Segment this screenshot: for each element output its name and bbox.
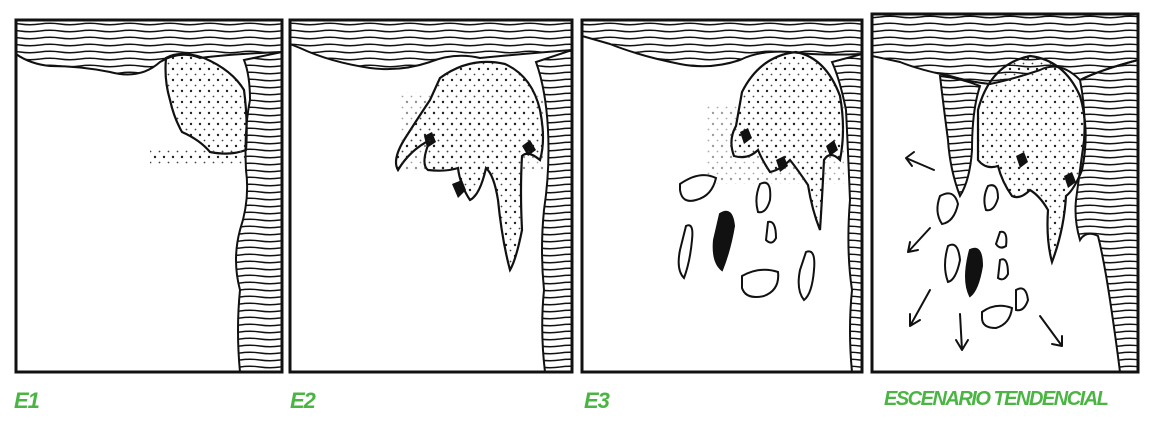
caption-e2: E2 [290,388,315,414]
fragment [766,222,776,243]
dotted-field [150,148,246,166]
fragment [998,259,1008,279]
panel-e1 [16,20,282,372]
caption-e3: E3 [584,388,609,414]
dotted-field [706,104,844,184]
caption-e1: E1 [14,388,39,414]
dotted-field [400,92,544,172]
panel-e2 [290,20,572,372]
caption-escenario-tendencial: ESCENARIO TENDENCIAL [884,388,1107,411]
panel-tendencial [872,14,1138,372]
panel-e3 [582,20,862,372]
panel-frame [290,20,572,372]
